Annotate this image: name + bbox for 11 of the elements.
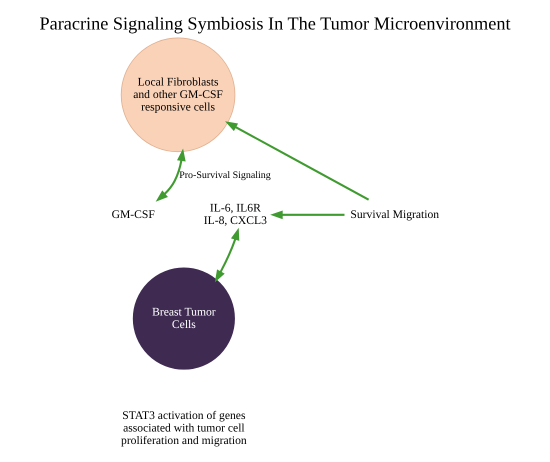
node-label: STAT3 activation of genes associated with tumor cell proliferation and migration [121,409,247,448]
arrow [214,228,240,282]
arrow [156,148,186,202]
node-text: Survival Migration [350,208,440,221]
arrow [225,121,370,201]
node-text: GM-CSF [112,208,155,221]
edge-label: Pro-Survival Signaling [179,170,271,181]
arrow [270,210,344,220]
diagram-title: Paracrine Signaling Symbiosis In The Tumor Microenvironment [39,13,511,34]
node-text: IL-6, IL6R IL-8, CXCL3 [204,202,267,228]
node-circle: Local Fibroblasts and other GM-CSF responsive cells [120,38,236,152]
